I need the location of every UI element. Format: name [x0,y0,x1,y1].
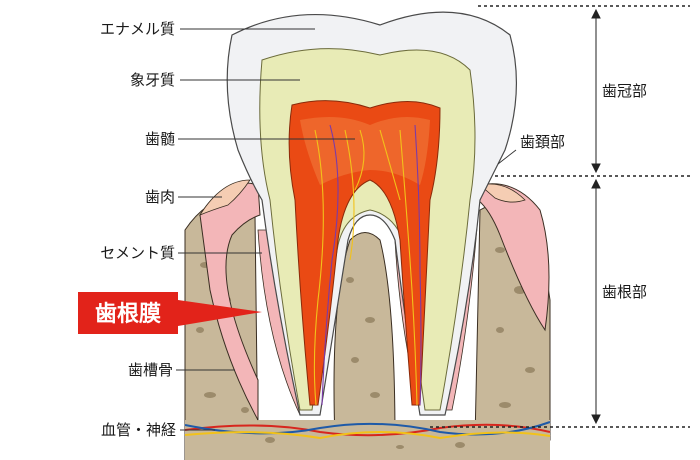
label-vessels-nerves: 血管・神経 [101,421,176,439]
label-crown: 歯冠部 [602,82,647,100]
label-pulp: 歯髄 [145,130,175,148]
section-arrows [591,8,601,425]
label-enamel: エナメル質 [100,20,175,38]
leader-lines [176,28,517,431]
section-boundaries [430,5,690,428]
label-gingiva: 歯肉 [145,188,175,206]
label-alveolar-bone: 歯槽骨 [128,361,173,379]
alveolar-bone-region [184,194,551,460]
label-root: 歯根部 [602,283,647,301]
label-periodontal-ligament: 歯根膜 [95,301,161,327]
label-cementum: セメント質 [100,244,175,262]
label-neck: 歯頚部 [520,133,565,151]
base-vessels-nerves [184,421,551,440]
periodontal-ligament-callout [78,292,262,334]
pulp-vessels-nerves [313,124,422,406]
label-dentin: 象牙質 [130,71,175,89]
